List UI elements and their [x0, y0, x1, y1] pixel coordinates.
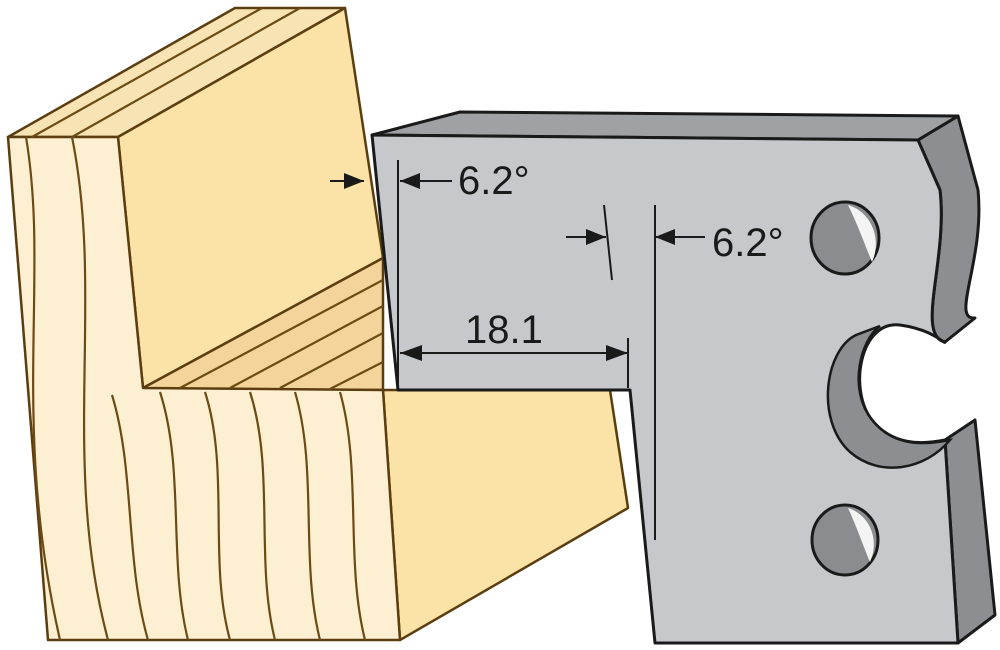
right-angle-arrow-left: [586, 229, 606, 245]
ledge-grain-2: [229, 305, 384, 389]
front-grain-6: [248, 391, 277, 641]
profile-knife: [370, 110, 997, 645]
front-grain-5: [203, 391, 232, 641]
depth-arrow-left: [400, 345, 422, 361]
depth-label: 18.1: [465, 308, 543, 352]
front-grain-3: [110, 394, 150, 641]
dimension-annotations: 6.2° 6.2° 18.1: [330, 159, 784, 540]
upper-hole-highlight: [848, 205, 876, 262]
notch-shading: [826, 324, 954, 469]
wood-workpiece: [6, 6, 630, 642]
right-angle-label: 6.2°: [712, 221, 784, 265]
wood-front-face: [6, 135, 402, 642]
wood-lower-cut-face: [381, 388, 630, 642]
top-angle-arrow-right: [400, 173, 420, 189]
right-angle-arrow-right: [655, 229, 675, 245]
top-grain-1: [31, 7, 263, 138]
front-grain-2: [70, 136, 110, 641]
ledge-grain-1: [179, 279, 384, 389]
lower-hole-highlight: [848, 508, 874, 562]
ledge-grain-3: [279, 332, 384, 389]
front-grain-7: [293, 391, 322, 641]
right-angle-tilted-line: [603, 204, 613, 281]
ledge-grain-4: [329, 361, 384, 390]
front-grain-4: [158, 391, 190, 641]
top-angle-label: 6.2°: [458, 159, 530, 203]
top-angle-arrow-left: [344, 173, 364, 189]
top-grain-2: [71, 7, 301, 138]
front-grain-8: [338, 391, 367, 641]
depth-arrow-right: [606, 345, 628, 361]
front-grain-1: [24, 136, 62, 641]
